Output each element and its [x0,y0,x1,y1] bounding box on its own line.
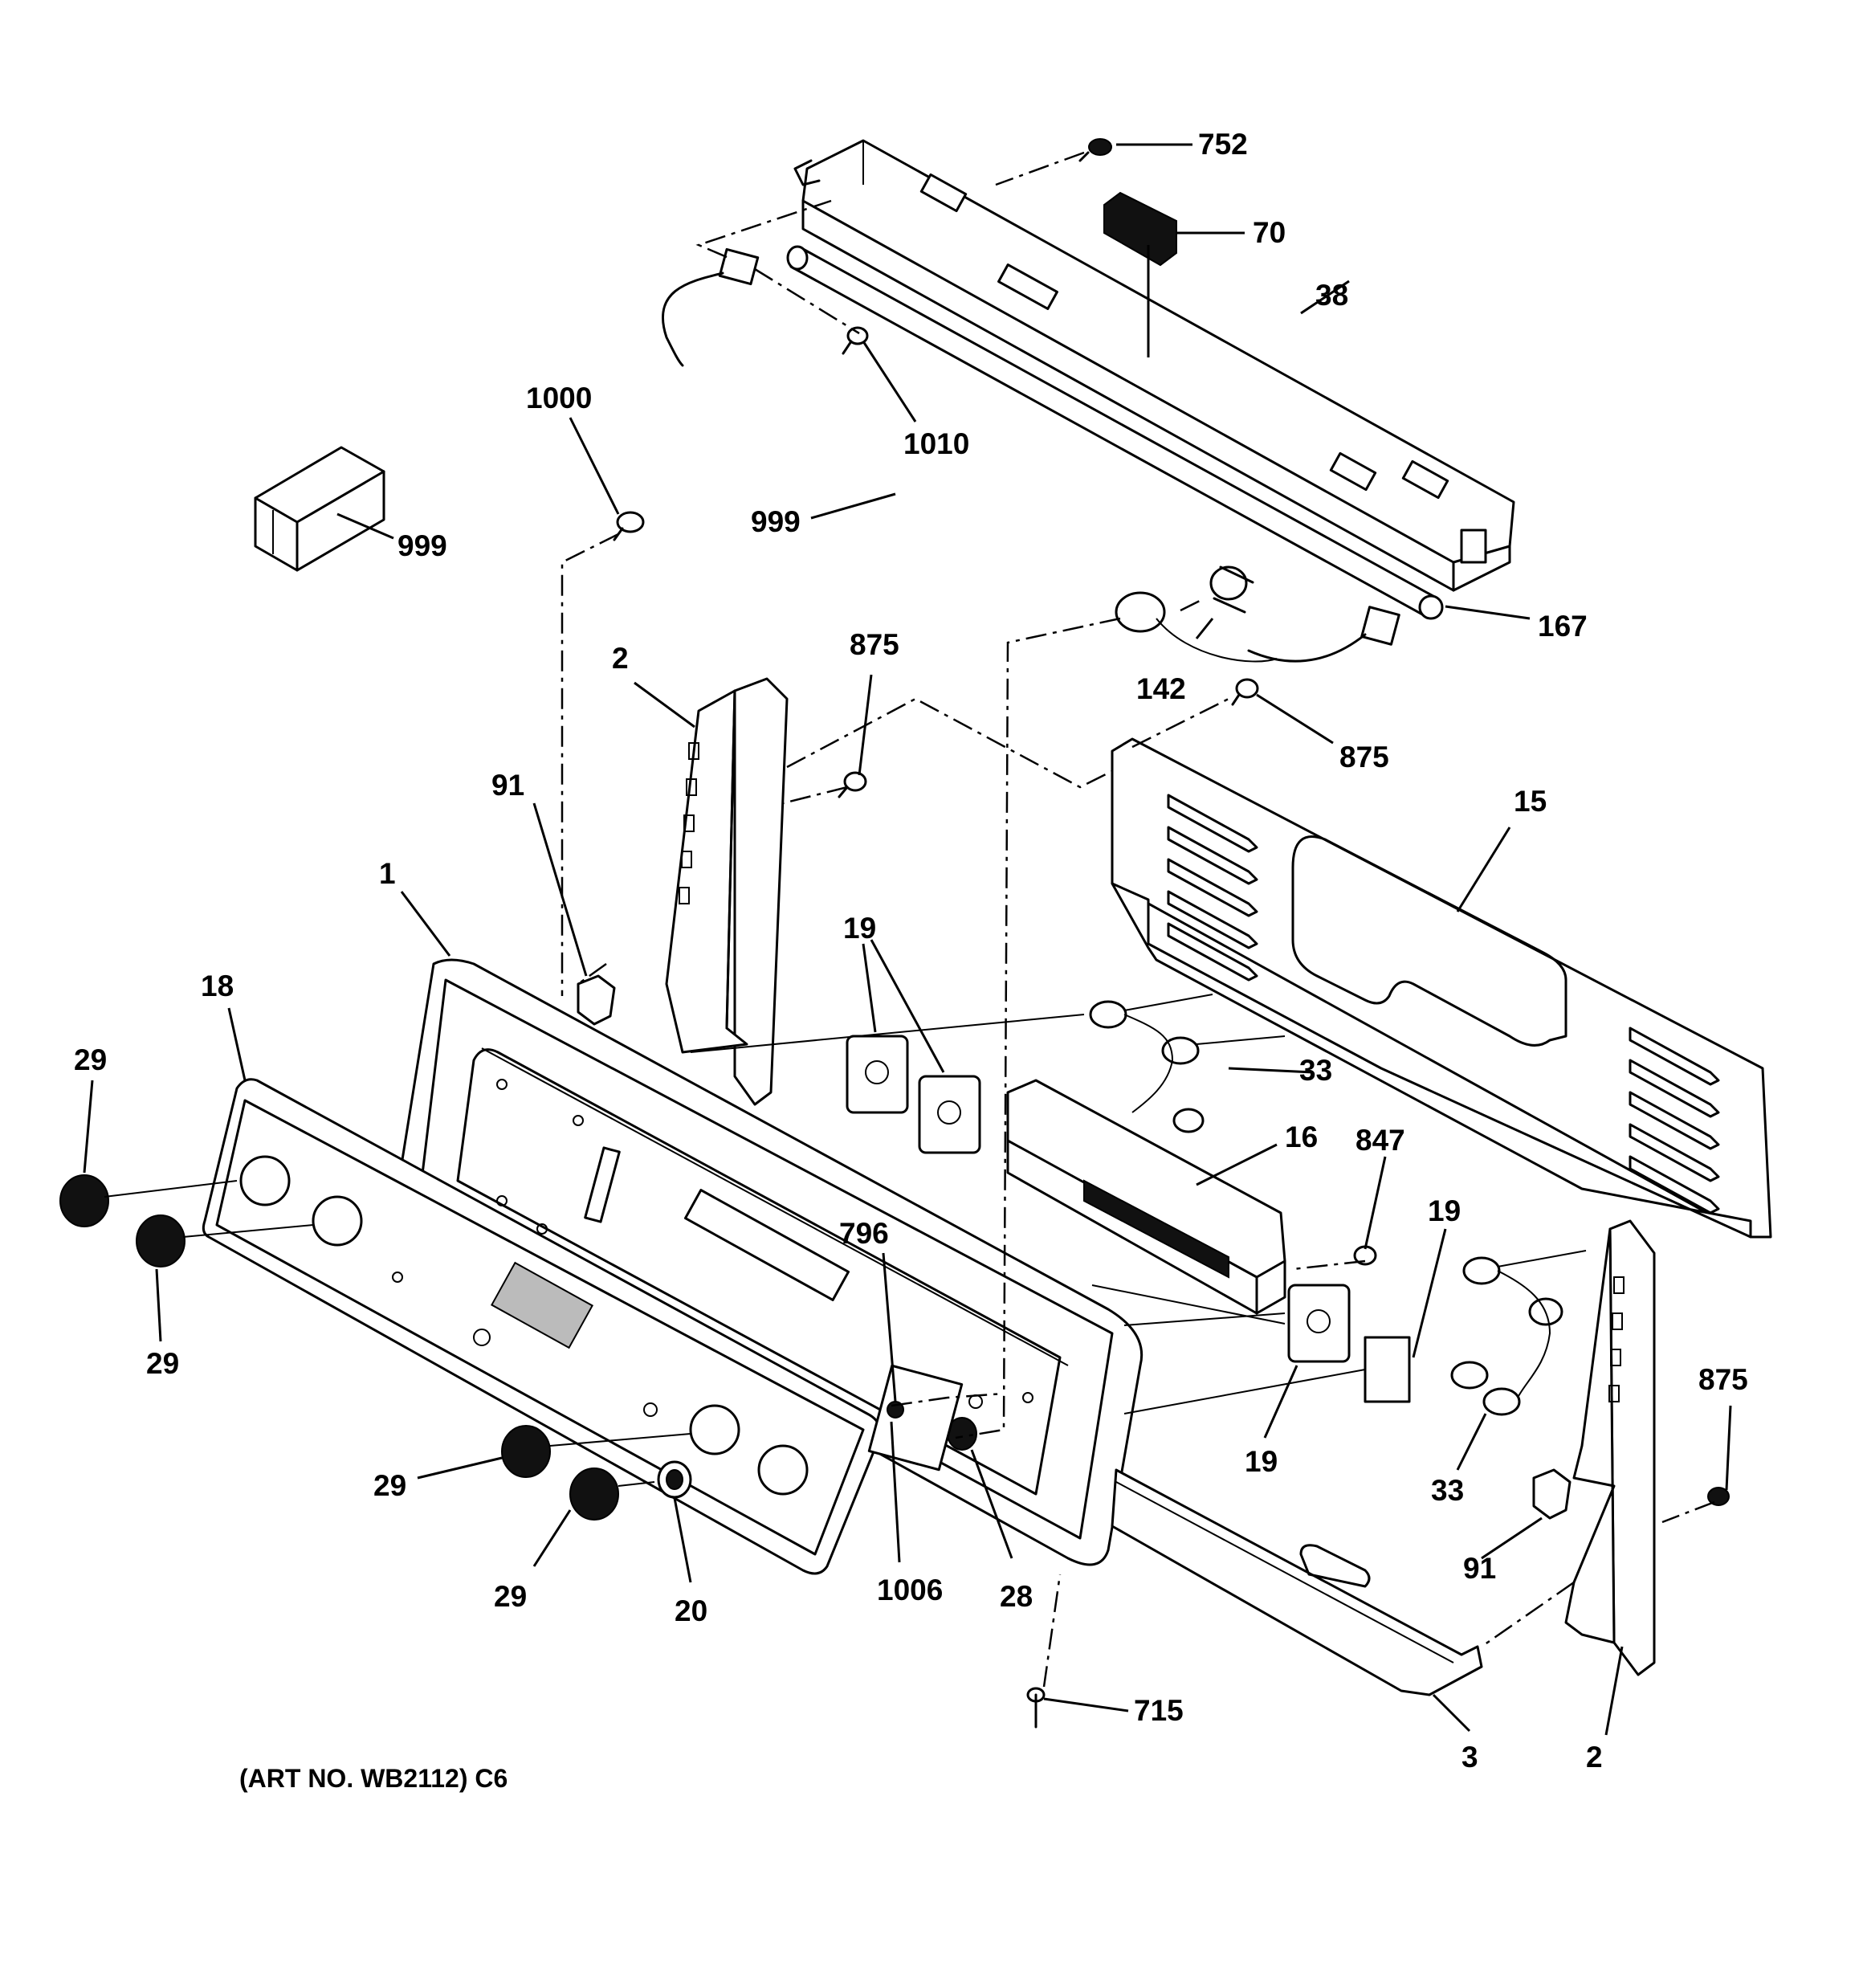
ring-20 [657,1460,692,1499]
callout-999-wire: 999 [751,505,801,538]
callout-16: 16 [1285,1121,1318,1153]
callout-33-a: 33 [1299,1054,1332,1087]
switch-19-b [918,1075,981,1154]
clip-91-right [1532,1468,1572,1520]
callout-999-box: 999 [397,529,447,562]
screw-752 [1078,138,1112,162]
screw-875-a [838,771,867,798]
callout-1010: 1010 [903,427,969,460]
callout-91-left: 91 [491,769,524,802]
back-panel-15 [1111,737,1772,1239]
electronic-control-16 [1006,1079,1286,1315]
screw-1000 [613,511,645,541]
callout-752: 752 [1198,128,1248,161]
starter-142 [1115,565,1278,663]
callout-18: 18 [201,970,234,1002]
callout-29-b: 29 [146,1347,179,1380]
callout-847: 847 [1355,1124,1405,1157]
callout-1000: 1000 [526,382,592,414]
callout-875-c: 875 [1698,1363,1748,1396]
light-bracket-38 [793,139,1515,592]
callout-19-c: 19 [1245,1445,1278,1478]
callout-28: 28 [1000,1580,1033,1613]
control-panel-18 [202,1078,882,1575]
filter-block-70 [1103,191,1177,267]
callout-29-d: 29 [494,1580,527,1613]
switch-19-a [846,1035,909,1114]
callout-1: 1 [379,857,396,890]
control-housing-1 [399,958,1143,1566]
callout-20: 20 [675,1594,707,1627]
wire-harness-33-a [1089,994,1286,1133]
lamp-socket-left [661,247,760,367]
callout-19-a: 19 [843,912,876,945]
callout-15: 15 [1514,785,1547,818]
knob-29-a [59,1174,109,1227]
callout-1006: 1006 [877,1574,943,1606]
lamp-socket-right [1247,606,1400,663]
vent-slots-right [1629,1027,1720,1214]
end-bracket-right-2 [1564,1219,1656,1676]
callout-796: 796 [839,1217,889,1250]
callout-2-left: 2 [612,642,629,675]
end-bracket-left-2 [665,677,789,1106]
wire-harness-33-b [1450,1250,1587,1416]
callout-715: 715 [1134,1694,1184,1727]
callout-875-b: 875 [1339,741,1389,774]
callout-labels: 752 70 38 1000 1010 999 999 167 142 2 87… [74,128,1748,1774]
screw-715 [1026,1687,1046,1729]
art-number-caption: (ART NO. WB2112) C6 [239,1764,508,1793]
clip-91-left [577,974,616,1026]
callout-38: 38 [1315,279,1348,312]
callout-29-a: 29 [74,1043,107,1076]
leader-lines [83,143,1732,1736]
callout-3: 3 [1461,1741,1478,1774]
callout-142: 142 [1136,672,1186,705]
knob-29-d [569,1468,619,1521]
callout-2-right: 2 [1586,1741,1603,1774]
knob-29-c [501,1425,551,1478]
relay-19-d [1364,1336,1411,1403]
screw-1010 [842,326,869,355]
fluorescent-tube [786,245,1444,620]
vent-slots-left [1167,794,1258,982]
knob-29-b [136,1214,185,1268]
assembly-lines [104,151,1715,1688]
callout-70: 70 [1253,216,1286,249]
callout-29-c: 29 [373,1469,406,1502]
switch-19-c [1287,1284,1351,1363]
callout-33-b: 33 [1431,1474,1464,1507]
callout-91-right: 91 [1463,1552,1496,1585]
callout-19-b: 19 [1428,1194,1461,1227]
callout-875-a: 875 [850,628,899,661]
screw-875-b [1231,678,1259,706]
lower-trim-3 [1111,1468,1483,1696]
screw-875-c [1707,1487,1730,1506]
parts-box-999 [254,446,385,572]
callout-167: 167 [1538,610,1588,643]
